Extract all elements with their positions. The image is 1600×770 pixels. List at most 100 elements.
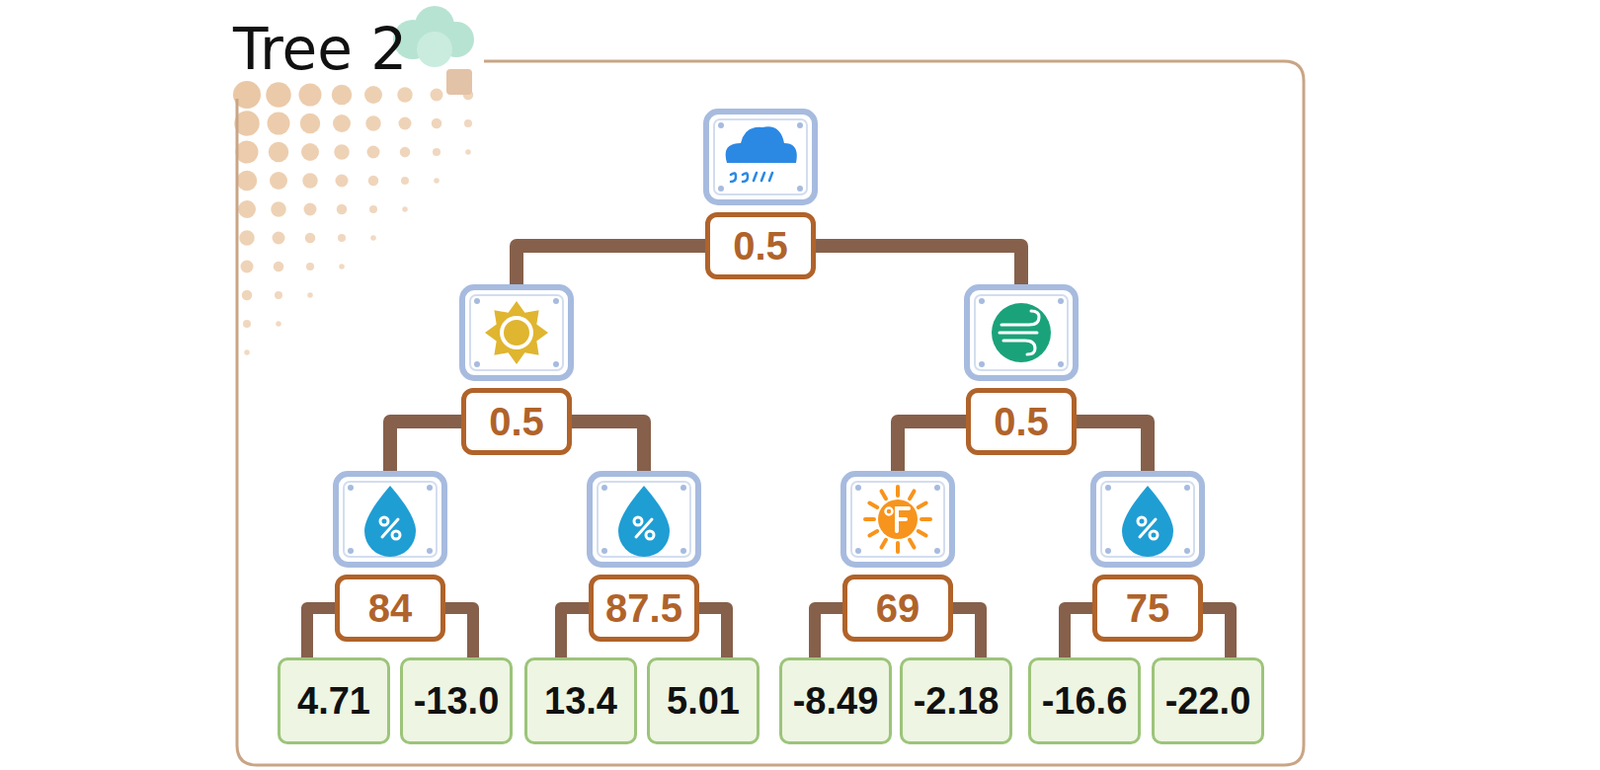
icon-rivet	[797, 185, 803, 192]
icon-inner-frame	[470, 295, 563, 371]
threshold-value: 84	[368, 586, 413, 632]
tree-branch	[516, 245, 706, 288]
icon-frame	[335, 474, 445, 565]
wind-rain-marks	[730, 172, 773, 182]
decor-dot	[275, 320, 282, 327]
tree-branch	[390, 421, 462, 475]
leaf-value-box: -16.6	[1028, 657, 1141, 745]
decor-dot	[243, 349, 250, 356]
tree-branch	[699, 608, 727, 658]
temperature-ray	[881, 540, 887, 549]
decor-dot	[274, 291, 283, 300]
leaf-value: 13.4	[544, 680, 618, 723]
decor-dot	[401, 206, 408, 213]
feature-icon	[843, 474, 953, 565]
percent-sign	[634, 517, 642, 526]
decor-dot	[369, 205, 378, 214]
temperature-ray	[918, 531, 927, 537]
wind-icon	[991, 303, 1051, 363]
threshold-value: 87.5	[605, 586, 683, 632]
feature-icon	[966, 287, 1076, 379]
decor-dot	[364, 85, 383, 104]
tree-branch	[815, 245, 1022, 288]
icon-inner-frame	[974, 295, 1068, 371]
percent-sign	[1137, 517, 1146, 526]
icon-frame	[706, 111, 815, 203]
leaf-value-box: 5.01	[646, 657, 760, 745]
icon-frame	[589, 474, 699, 565]
decor-dot	[267, 112, 291, 136]
humidity-drop	[1121, 485, 1174, 558]
temperature-icon	[878, 499, 918, 540]
decor-dot	[367, 146, 381, 160]
leaf-value: 5.01	[666, 680, 740, 723]
icon-rivet	[718, 185, 724, 192]
decor-dot	[333, 144, 350, 160]
icon-frame	[1093, 474, 1202, 565]
percent-sign	[392, 531, 400, 540]
tree-branch	[897, 421, 966, 475]
icon-rivet	[1105, 548, 1112, 555]
percent-sign	[1139, 519, 1156, 538]
decor-dot	[265, 81, 292, 108]
tree-branch	[1076, 421, 1148, 475]
icon-inner-frame	[851, 481, 945, 558]
decor-dot	[365, 115, 382, 132]
feature-icon	[1093, 474, 1202, 565]
leaf-value: -16.6	[1041, 680, 1128, 723]
temperature-ray	[909, 490, 915, 499]
decor-dot	[299, 83, 322, 107]
icon-rivet	[680, 484, 687, 491]
feature-icon	[706, 111, 815, 203]
icon-rivet	[553, 298, 560, 305]
decor-dot	[272, 232, 286, 245]
leaf-value: -13.0	[413, 680, 500, 723]
threshold-box: 84	[334, 574, 446, 642]
tree-branch	[1064, 608, 1093, 658]
humidity-drop	[618, 485, 670, 558]
leaf-value-box: 4.71	[277, 657, 391, 745]
tree-branch	[1202, 608, 1231, 658]
decor-dot	[431, 118, 443, 130]
decor-dot	[242, 320, 251, 328]
icon-inner-frame	[714, 119, 807, 195]
percent-sign	[636, 519, 652, 538]
diagram-title: Tree 2	[233, 15, 407, 83]
panel-border	[237, 61, 1304, 766]
decor-dot	[464, 119, 473, 128]
icon-rivet	[934, 548, 941, 555]
decor-dot	[465, 149, 472, 156]
leaf-value: 4.71	[297, 680, 371, 723]
tree-branch	[560, 608, 589, 658]
percent-sign	[1149, 531, 1158, 540]
percent-sign	[645, 531, 654, 540]
decor-dot	[300, 113, 321, 135]
leaf-value-box: -22.0	[1151, 657, 1265, 745]
sun-icon	[503, 320, 530, 346]
humidity-drop	[364, 485, 416, 558]
sun-icon	[499, 316, 534, 350]
degree-mark	[885, 508, 893, 516]
decor-dot	[236, 141, 259, 164]
icon-rivet	[347, 548, 354, 555]
icon-rivet	[1184, 484, 1191, 491]
decor-dot	[241, 290, 253, 302]
feature-icon	[335, 474, 445, 565]
decor-dot	[239, 230, 255, 246]
tree-trunk	[446, 69, 473, 95]
icon-rivet	[1057, 361, 1064, 368]
temperature-ray	[918, 503, 927, 509]
icon-rivet	[553, 361, 560, 368]
fahrenheit-mark	[896, 508, 909, 532]
icon-inner-frame	[597, 481, 691, 558]
icon-frame	[462, 287, 571, 379]
threshold-value: 75	[1125, 586, 1171, 632]
decor-dot	[304, 203, 318, 217]
tree-branch	[445, 608, 474, 658]
wind-icon	[999, 311, 1040, 355]
icon-rivet	[474, 361, 480, 368]
tree-blob	[416, 31, 453, 68]
threshold-value: 0.5	[732, 224, 789, 269]
